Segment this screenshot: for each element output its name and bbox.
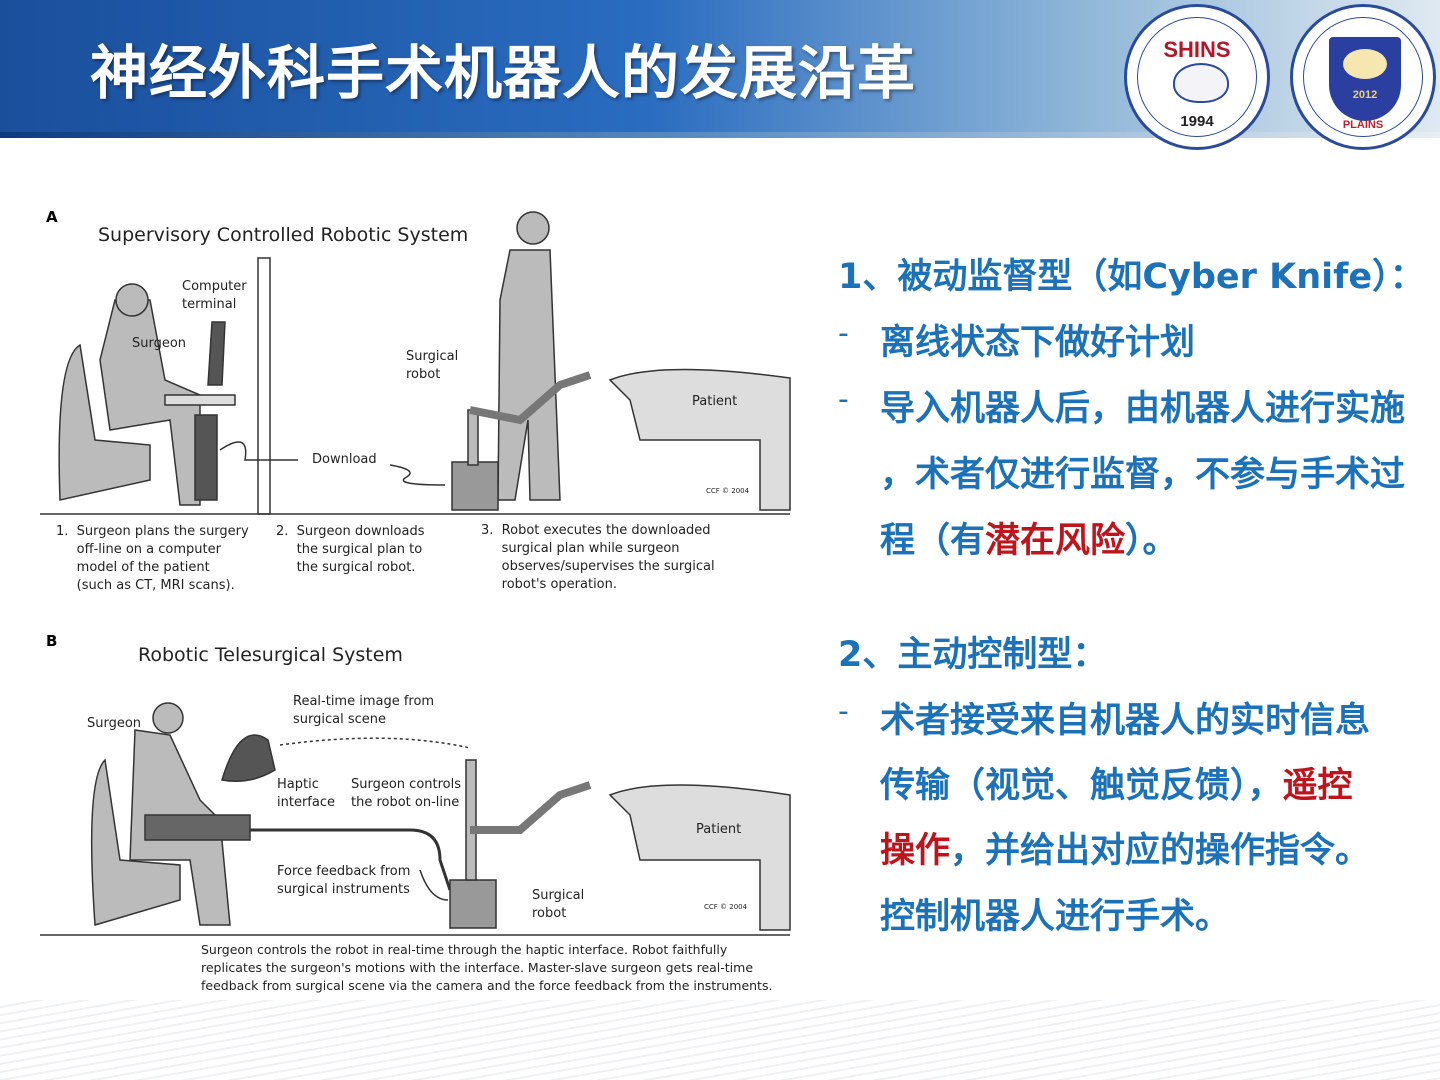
viewer-screen [221,734,276,782]
control-cable [250,828,452,891]
chair-a [58,343,151,501]
highlight-remote: 遥控 [1282,766,1353,806]
label-surgeon-a: Surgeon [132,336,187,351]
robotic-systems-illustration [40,211,791,936]
plains-logo: 2012 PLAINS [1290,4,1436,150]
desk-a [164,394,236,406]
step-1-caption: 1. Surgeon plans the surgery off-line on… [56,524,249,593]
label-computer-terminal: Computer terminal [182,279,247,312]
copyright-a: CCF © 2004 [706,487,750,495]
shins-logo-year: 1994 [1180,113,1214,130]
bullet-dash: - [838,382,849,417]
bullet-offline-planning: 离线状态下做好计划 [880,323,1196,363]
bullet-robot-executes-line1: 导入机器人后，由机器人进行实施 [880,389,1406,429]
standing-surgeon-head [516,211,550,245]
step-2-caption: 2. Surgeon downloads the surgical plan t… [276,524,425,575]
label-patient-a: Patient [692,394,738,409]
bullet-realtime-info-line3: 操作，并给出对应的操作指令。 [880,822,1370,873]
bullet-dash: - [838,316,849,351]
robot-arm-a [469,371,592,425]
label-download: Download [312,452,377,467]
text-segment: 程（有 [880,521,986,561]
background-stripes [0,1000,1440,1080]
bullet-realtime-info-line1: 术者接受来自机器人的实时信息 [880,701,1371,741]
force-feedback-line [419,869,449,901]
robot-base-a [451,461,499,511]
text-segment: ，并给出对应的操作指令。 [950,831,1371,871]
monitor [207,321,226,386]
standing-surgeon [497,249,561,501]
patient-table-b [608,784,791,931]
page-title: 神经外科手术机器人的发展沿革 [90,39,917,107]
heading-passive-supervisory: 1、被动监督型（如Cyber Knife）： [838,257,1425,297]
surgeon-head-b [152,702,184,734]
highlight-potential-risk: 潜在风险 [985,521,1126,561]
label-patient-b: Patient [696,822,742,837]
heading-active-control: 2、主动控制型： [838,635,1108,675]
console-armrest [144,814,251,841]
step-3-caption: 3. Robot executes the downloaded surgica… [481,523,715,592]
computer-tower [194,414,218,501]
surgeon-figure-a [99,299,201,506]
image-feedback-arrow [279,737,471,749]
panel-a-title: Supervisory Controlled Robotic System [98,224,469,246]
shins-logo-name: SHINS [1163,37,1231,62]
patient-table-a [608,368,791,511]
bullet-robot-executes-line3: 程（有潜在风险）。 [880,512,1178,563]
label-force-feedback: Force feedback from surgical instruments [277,864,411,897]
bullet-realtime-info-line2: 传输（视觉、触觉反馈），遥控 [880,757,1353,808]
chair-b [90,758,181,926]
robot-arm-b [470,781,592,834]
panel-b-title: Robotic Telesurgical System [138,644,403,666]
wall-divider [257,257,271,515]
panel-b-caption: Surgeon controls the robot in real-time … [201,942,773,993]
robot-column-b [465,759,477,881]
download-arrow [389,464,446,486]
label-surgeon-b: Surgeon [87,716,142,731]
label-surgical-robot-b: Surgical robot [532,888,585,921]
surgeon-head-a [115,283,149,317]
robot-base-b [449,879,497,929]
bullet-realtime-info-line4: 控制机器人进行手术。 [880,897,1231,937]
label-realtime-image: Real-time image from surgical scene [293,694,435,727]
shield-icon: 2012 [1329,37,1401,121]
robot-column-a [467,409,479,466]
bullet-dash: - [838,694,849,729]
text-segment: ）。 [1125,521,1178,561]
label-surgical-robot-a: Surgical robot [406,349,459,382]
panel-a-label: A [46,208,58,226]
copyright-b: CCF © 2004 [704,903,748,911]
highlight-operation: 操作 [880,831,951,871]
shins-logo: SHINS 1994 [1124,4,1270,150]
text-segment: 传输（视觉、触觉反馈）， [880,766,1283,806]
brain-icon [1173,63,1229,103]
bullet-robot-executes-line2: ，术者仅进行监督，不参与手术过 [880,455,1406,495]
plains-logo-name: PLAINS [1342,119,1384,131]
plains-logo-year: 2012 [1352,89,1378,101]
download-cable [219,441,298,461]
label-haptic-interface: Haptic interface [277,777,335,810]
panel-b-label: B [46,632,58,650]
label-surgeon-controls: Surgeon controls the robot on-line [351,777,462,810]
